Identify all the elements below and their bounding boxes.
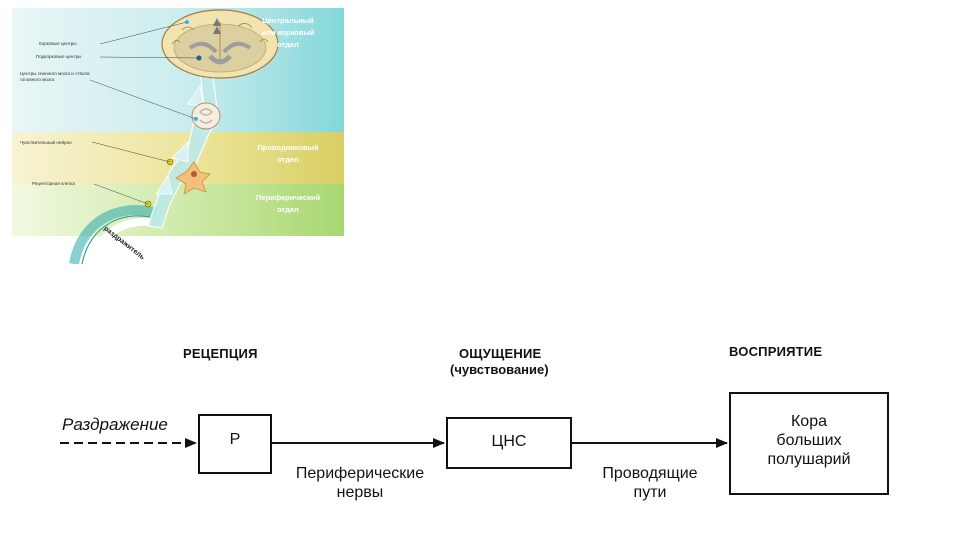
brain-section [161,9,279,79]
receptor-box-label: Р [229,431,241,448]
heading-sensation-sub: (чувствование) [450,362,549,377]
spinal-cord-section [191,102,221,130]
peripheral-section-band [12,184,344,236]
pathway-arrow-3 [187,84,205,107]
label-leader-lines [89,21,200,205]
label-receptor-cell: Рецепторная клетка [32,181,75,186]
cortex-box [729,392,889,495]
heading-perception: ВОСПРИЯТИЕ [729,344,823,359]
cortex-box-label: Кора больших полушарий [730,412,888,469]
label-spinal-centers: Центры спинного мозга и ствола головного… [20,71,90,82]
section-title-conductive: Проводниковый отдел [240,142,336,166]
paths-line-2: пути [633,484,667,501]
conductive-line-1: Проводниковый [257,143,319,152]
pathway-arrow-1 [155,174,173,195]
nerves-line-2: нервы [336,484,384,501]
receptor-arc-line [81,215,155,264]
receptor-box [198,414,272,474]
receptor-arc-outer [69,205,159,264]
label-sensory-neuron: Чувствительный нейрон [20,140,72,145]
nerves-label: Периферические нервы [270,464,450,502]
paths-line-1: Проводящие [602,465,698,482]
nerves-line-1: Периферические [295,465,425,482]
heading-reception: РЕЦЕПЦИЯ [183,346,258,361]
pathway-drawing [69,9,279,264]
cortex-line-3: полушарий [767,451,851,468]
paths-label: Проводящие пути [580,464,720,502]
analyzer-illustration: Корковые центры Подкорковые центры Центр… [12,8,344,264]
cns-box [446,417,572,469]
section-title-peripheral: Периферический отдел [240,192,336,216]
peripheral-line-2: отдел [277,205,299,214]
sensory-neuron [175,161,211,195]
cortex-line-1: Кора [790,413,827,430]
central-line-1: Центральный [262,16,314,25]
receptor-arc-inner [88,217,153,264]
cns-box-label: ЦНС [491,433,527,450]
label-cortical-centers: Корковые центры [39,41,77,46]
central-line-2: или корковый [261,28,315,37]
conductive-line-2: отдел [277,155,299,164]
stimulus-label: Раздражение [62,415,168,434]
pathway-arrow-2 [171,141,189,163]
heading-sensation: ОЩУЩЕНИЕ [459,346,542,361]
central-line-3: отдел [277,40,299,49]
peripheral-line-1: Периферический [255,193,321,202]
cortex-line-2: больших [776,432,842,449]
section-title-central: Центральный или корковый отдел [240,15,336,51]
illustration-bottom-white [12,236,344,264]
label-subcortical-centers: Подкорковые центры [36,54,82,59]
